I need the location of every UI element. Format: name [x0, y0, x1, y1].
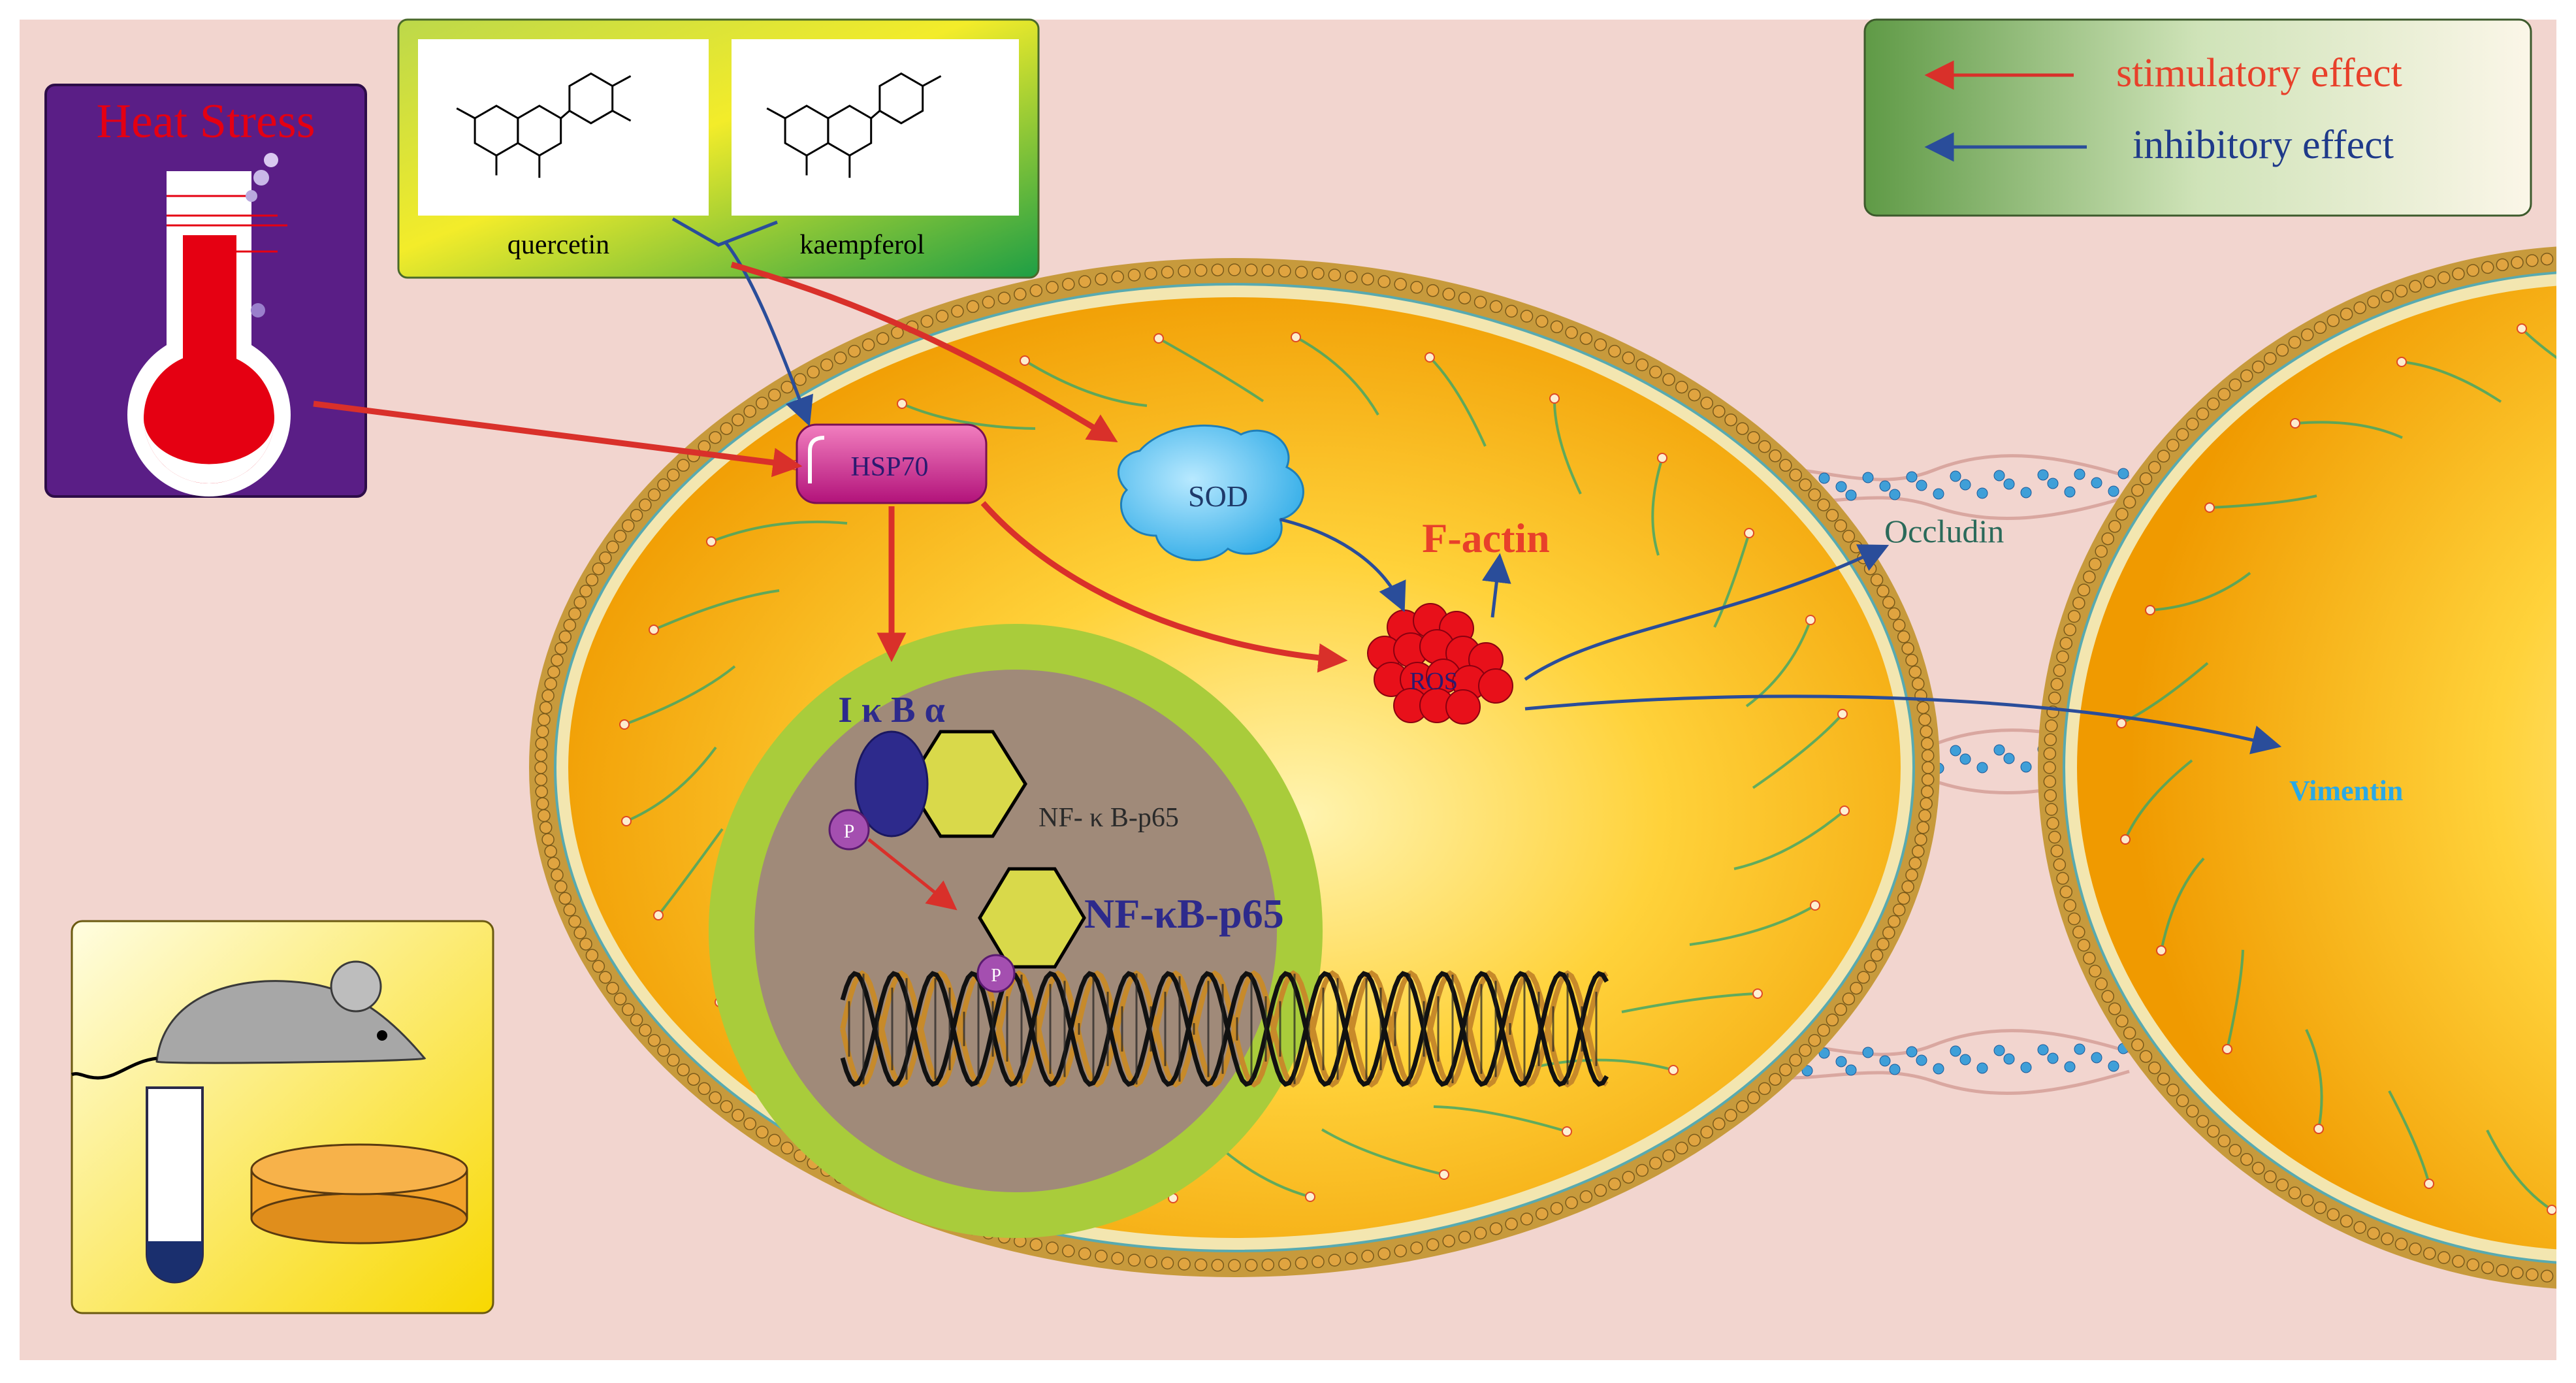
sod-label: SOD — [1188, 480, 1248, 513]
neighbor-cytoplasm — [2077, 284, 2576, 1251]
kaempferol-structure-card — [732, 39, 1019, 216]
nfkb-free: P NF-κB-p65 — [976, 867, 1284, 993]
dna-helix-icon — [840, 970, 1609, 1088]
phospho-label-1: P — [844, 821, 855, 842]
quercetin-structure-icon — [456, 72, 632, 178]
nfkb-p65-free-shape — [978, 867, 1086, 969]
phospho-nfkb-icon — [976, 954, 1016, 993]
arrow-heat-to-hsp70 — [313, 400, 803, 478]
ros-label: ROS — [1409, 668, 1458, 695]
f-actin-label: F-actin — [1422, 515, 1550, 561]
hsp70-label: HSP70 — [850, 452, 928, 482]
nfkb-free-label: NF-κB-p65 — [1084, 890, 1284, 937]
ikba-shape — [854, 730, 929, 838]
neighbor-epithelial-cell — [2038, 245, 2576, 1290]
heat-stress-panel: Heat Stress — [44, 84, 367, 498]
flavonoid-panel: quercetin kaempferol — [397, 18, 1040, 279]
petri-dish-icon — [250, 1143, 468, 1245]
arrow-hsp70-to-ros — [980, 501, 1348, 673]
arrow-ros-to-f-actin — [1481, 553, 1511, 618]
legend-box — [1863, 18, 2532, 217]
occludin-label: Occludin — [1884, 513, 2004, 549]
kaempferol-label: kaempferol — [799, 230, 924, 260]
legend-inhibitory-label: inhibitory effect — [2133, 123, 2394, 167]
right-margin — [2556, 0, 2576, 1380]
kaempferol-structure-icon — [766, 72, 942, 178]
neighbor-cytoskeleton-filaments — [2116, 323, 2576, 1215]
phospho-ikba-icon — [828, 809, 870, 851]
bottom-margin — [0, 1360, 2576, 1380]
arrow-flavonoid-to-hsp70 — [724, 240, 814, 427]
pathway-arrows — [313, 217, 2282, 911]
test-tube-icon — [146, 1086, 204, 1284]
hsp70-node: HSP70 — [796, 423, 988, 504]
membrane-phospholipids — [534, 263, 1935, 1272]
arrow-ros-to-occludin — [1524, 544, 1890, 681]
quercetin-structure-card — [418, 39, 709, 216]
thermometer-icon — [127, 153, 291, 496]
vimentin-label: Vimentin — [2289, 775, 2403, 807]
arrow-ikba-phosphorylation — [867, 838, 958, 911]
experimental-model-box — [71, 920, 494, 1314]
sod-node: SOD — [1118, 424, 1304, 561]
ikba-label: I κ B α — [838, 690, 945, 730]
experimental-model-panel — [71, 920, 494, 1314]
ikba-nfkb-complex: P I κ B α NF- κ B-p65 — [828, 690, 1179, 851]
top-margin — [0, 0, 2576, 20]
phospho-label-2: P — [991, 966, 1001, 986]
legend: stimulatory effect inhibitory effect — [1863, 18, 2532, 217]
ros-node — [1367, 603, 1513, 724]
arrow-flavonoid-to-sod — [730, 261, 1118, 443]
neighbor-membrane-phospholipids — [2043, 252, 2554, 1283]
quercetin-label: quercetin — [507, 230, 609, 260]
legend-stimulatory-label: stimulatory effect — [2116, 51, 2402, 95]
arrow-flavonoid-merge — [671, 217, 778, 247]
nfkb-bound-label: NF- κ B-p65 — [1038, 803, 1179, 833]
heat-stress-label: Heat Stress — [97, 95, 315, 148]
arrow-sod-to-ros — [1280, 517, 1406, 613]
mouse-icon — [71, 960, 427, 1080]
arrow-ros-to-vimentin — [1524, 694, 2282, 755]
